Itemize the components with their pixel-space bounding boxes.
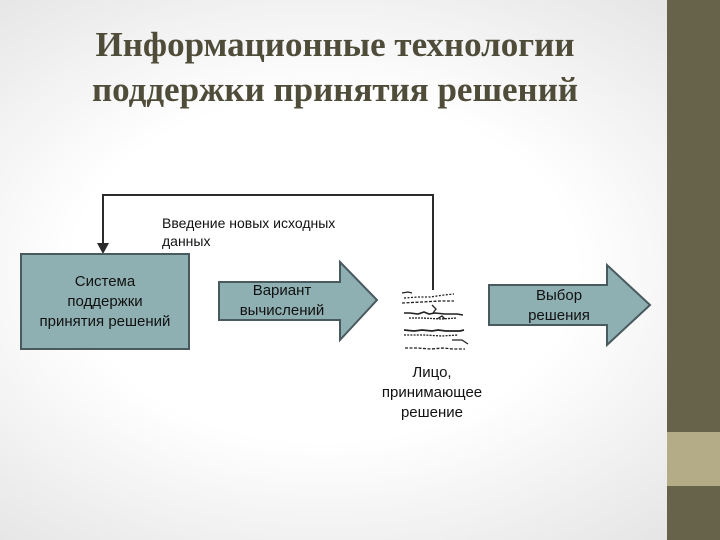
decision-label-line-1: Выбор (535, 287, 583, 304)
dss-label-line-3: принятия решений (39, 312, 171, 330)
feedback-label: Введение новых исходных данных (162, 214, 372, 250)
decision-label-line-2: решения (528, 307, 590, 324)
variant-arrow-label: Вариант вычислений (222, 281, 342, 321)
variant-arrow-shape (218, 259, 379, 343)
person-label: Лицо, принимающее решение (364, 363, 500, 423)
sidebar-accent (667, 432, 720, 486)
decision-arrow-label: Выбор решения (500, 286, 618, 326)
variant-label-line-1: Вариант (252, 282, 312, 299)
title-line-2: поддержки принятия решений (91, 70, 579, 109)
person-label-line-1: Лицо, (412, 364, 452, 381)
variant-label-line-2: вычислений (239, 302, 325, 319)
title-line-1: Информационные технологии (95, 25, 575, 64)
dss-box: Система поддержки принятия решений (20, 253, 190, 350)
feedback-label-line-1: Введение новых исходных (162, 215, 336, 231)
dss-label-line-1: Система (74, 272, 136, 290)
person-label-line-3: решение (400, 404, 464, 421)
feedback-arrowhead (97, 243, 109, 254)
dss-label-line-2: поддержки (67, 292, 143, 310)
feedback-label-line-2: данных (162, 233, 211, 249)
feedback-loop-line (102, 194, 434, 290)
decision-maker-figure-icon (401, 291, 469, 350)
decision-arrow-shape (488, 262, 652, 348)
person-label-line-2: принимающее (381, 384, 483, 401)
page-title: Информационные технологии поддержки прин… (20, 22, 650, 112)
